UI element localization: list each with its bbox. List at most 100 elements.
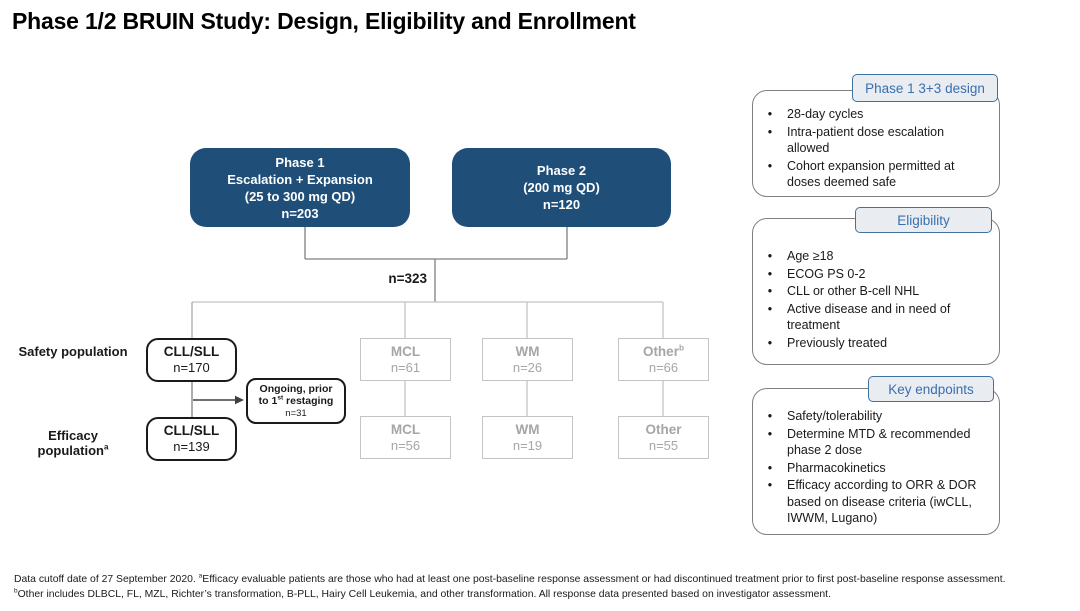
bullet-item: • Age ≥18 — [753, 248, 999, 265]
bullet-icon: • — [767, 460, 773, 475]
footnote1-mark: a — [198, 572, 203, 580]
phase2-box: Phase 2 (200 mg QD) n=120 — [452, 148, 671, 227]
cohort-n: n=170 — [173, 360, 210, 375]
callout-body: • Safety/tolerability • Determine MTD & re… — [752, 388, 1000, 535]
cohort-name: Other — [645, 421, 682, 437]
bullet-text: Determine MTD & recommended phase 2 dose — [787, 426, 971, 458]
bullet-item: • Cohort expansion permitted at doses dee… — [753, 158, 999, 191]
efficacy-population-row-label: Efficacy populationa — [18, 428, 128, 458]
phase2-line: Phase 2 — [536, 163, 587, 178]
bullet-text: ECOG PS 0-2 — [787, 266, 866, 281]
phase1-line: (25 to 300 mg QD) — [244, 188, 356, 204]
bullet-text: Efficacy according to ORR & DOR based on… — [787, 478, 977, 525]
bullet-item: • Determine MTD & recommended phase 2 dos… — [753, 426, 999, 459]
page-title: Phase 1/2 BRUIN Study: Design, Eligibili… — [12, 8, 636, 34]
callout-header-tab: Eligibility — [855, 207, 992, 233]
bullet-text: Previously treated — [787, 335, 888, 350]
cohort-n: n=139 — [173, 439, 210, 454]
cohort-n: n=61 — [390, 359, 421, 375]
bullet-icon: • — [767, 478, 773, 492]
bullet-icon: • — [767, 426, 773, 441]
callout-header-tab: Key endpoints — [868, 376, 994, 402]
cohort-name: WM — [515, 343, 540, 359]
efficacy-box-wm: WM n=19 — [482, 416, 573, 459]
bullet-item: • Active disease and in need of treatment — [753, 301, 999, 334]
ongoing-line2-pre: to 1 — [258, 395, 278, 407]
bullet-text: CLL or other B-cell NHL — [787, 284, 920, 298]
cohort-name: MCL — [390, 421, 421, 437]
cohort-footnote-mark: b — [678, 342, 685, 352]
footnote1-text: Efficacy evaluable patients are those wh… — [202, 574, 1006, 585]
cohort-name: MCL — [390, 343, 421, 359]
footnote2-text: Other includes DLBCL, FL, MZL, Richter’s… — [17, 589, 831, 600]
bullet-text: 28-day cycles — [787, 107, 864, 121]
bullet-item: •CLL or other B-cell NHL — [753, 283, 999, 300]
cohort-n: n=66 — [648, 359, 679, 375]
bullet-text: Active disease and in need of treatment — [787, 301, 951, 333]
bullet-item: • Pharmacokinetics — [753, 460, 999, 477]
cohort-name: Otherb — [642, 342, 685, 360]
safety-box-cll-sll: CLL/SLL n=170 — [146, 338, 237, 382]
bullet-text: Pharmacokinetics — [787, 460, 886, 475]
cohort-n: n=26 — [512, 359, 543, 375]
footnote-line1: Data cutoff date of 27 September 2020. a… — [14, 572, 1076, 587]
bullet-icon: • — [767, 409, 773, 423]
cohort-n: n=55 — [648, 437, 679, 453]
ongoing-n: n=31 — [285, 407, 307, 419]
safety-box-wm: WM n=26 — [482, 338, 573, 381]
ongoing-restaging-box: Ongoing, prior to 1st restaging n=31 — [246, 378, 346, 424]
cohort-name-text: Other — [642, 343, 679, 359]
safety-population-row-label: Safety population — [18, 344, 128, 359]
cohort-name: CLL/SLL — [163, 344, 220, 359]
bullet-text: Age ≥18 — [787, 249, 834, 263]
cohort-n: n=56 — [390, 437, 421, 453]
efficacy-label-text: Efficacy population — [37, 428, 104, 458]
callout-eligibility: •Age ≥18 •ECOG PS 0-2 •CLL or other B-ce… — [752, 207, 1000, 365]
bullet-icon: • — [767, 124, 773, 139]
footnotes: Data cutoff date of 27 September 2020. a… — [14, 572, 1076, 602]
ongoing-line2-sup: st — [277, 394, 284, 402]
phase1-line: n=203 — [281, 205, 319, 221]
safety-box-mcl: MCL n=61 — [360, 338, 451, 381]
bullet-icon: • — [767, 335, 773, 350]
callout-phase1-design: • 28-day cycles • Intra-patient dose escal… — [752, 74, 1000, 197]
efficacy-box-other: Other n=55 — [618, 416, 709, 459]
cohort-n: n=19 — [512, 437, 543, 453]
bullet-item: • Intra-patient dose escalation allowed — [753, 124, 999, 157]
arrow-head — [235, 395, 244, 405]
callout-header-tab: Phase 1 3+3 design — [852, 74, 998, 102]
phase1-line: Escalation + Expansion — [227, 171, 373, 187]
bullet-icon: • — [767, 301, 773, 316]
bullet-text: Safety/tolerability — [787, 409, 883, 423]
phase1-line: Phase 1 — [275, 154, 325, 170]
footnote-line2: bOther includes DLBCL, FL, MZL, Richter’… — [14, 587, 1076, 602]
cohort-name: CLL/SLL — [163, 423, 220, 438]
callout-body: • 28-day cycles • Intra-patient dose escal… — [752, 90, 1000, 197]
bullet-item: • Previously treated — [753, 335, 999, 352]
footnote1-pre: Data cutoff date of 27 September 2020. — [14, 574, 199, 585]
phase2-line: n=120 — [542, 197, 581, 212]
efficacy-box-cll-sll: CLL/SLL n=139 — [146, 417, 237, 461]
footnote2-mark: b — [14, 587, 18, 595]
efficacy-label-footnote-mark: a — [103, 442, 109, 452]
callout-body: •Age ≥18 •ECOG PS 0-2 •CLL or other B-ce… — [752, 218, 1000, 365]
bullet-item: • Safety/tolerability — [753, 408, 999, 425]
callout-key-endpoints: • Safety/tolerability • Determine MTD & re… — [752, 376, 1000, 535]
bullet-icon: • — [767, 266, 773, 281]
efficacy-box-mcl: MCL n=56 — [360, 416, 451, 459]
ongoing-line2: to 1st restaging — [259, 395, 334, 408]
phase1-box: Phase 1 Escalation + Expansion (25 to 30… — [190, 148, 410, 227]
bullet-text: Cohort expansion permitted at doses deem… — [787, 158, 955, 190]
total-enrollment-label: n=323 — [388, 271, 427, 286]
phase2-line: (200 mg QD) — [523, 180, 600, 195]
ongoing-line1: Ongoing, prior — [259, 382, 333, 395]
bullet-icon: • — [767, 249, 773, 263]
safety-box-other: Otherb n=66 — [618, 338, 709, 381]
bullet-icon: • — [767, 107, 773, 121]
bullet-icon: • — [767, 158, 773, 173]
cohort-name: WM — [515, 421, 540, 437]
bullet-item: • Efficacy according to ORR & DOR based o… — [753, 477, 999, 527]
bullet-item: • ECOG PS 0-2 — [753, 266, 999, 283]
bullet-text: Intra-patient dose escalation allowed — [787, 124, 945, 156]
